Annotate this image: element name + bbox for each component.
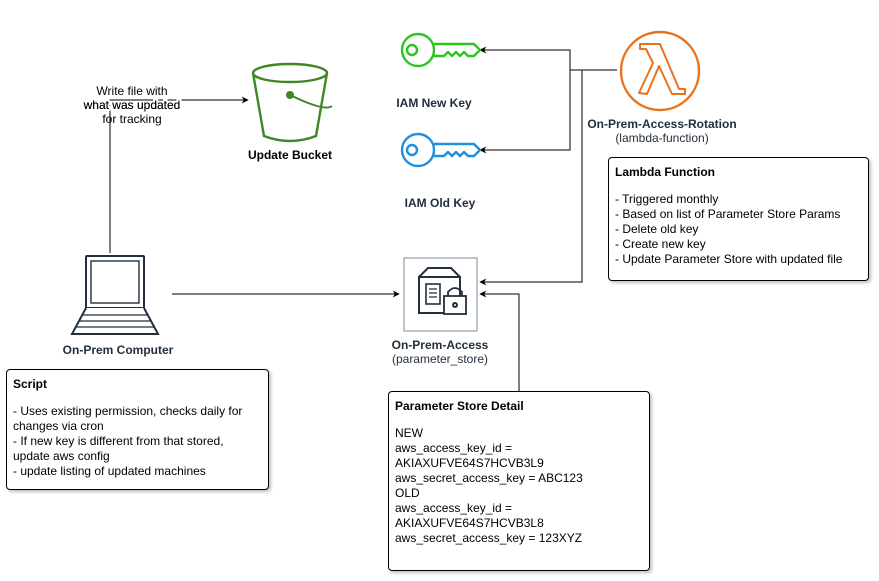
lambda-icon[interactable] bbox=[619, 30, 701, 112]
detail-line: NEW bbox=[395, 426, 423, 440]
write-file-label-line-2-fill: what was updated bbox=[83, 98, 181, 112]
edges bbox=[109, 46, 617, 391]
lambda-sublabel: (lambda-function) bbox=[615, 131, 708, 145]
bucket-icon[interactable] bbox=[251, 62, 333, 143]
detail-line: aws_secret_access_key = 123XYZ bbox=[395, 531, 583, 545]
script-note-line: changes via cron bbox=[13, 419, 104, 433]
lambda-note-line: - Based on list of Parameter Store Param… bbox=[615, 207, 841, 221]
lambda-function-note: Lambda Function - Triggered monthly - Ba… bbox=[608, 157, 869, 281]
on-prem-computer-label: On-Prem Computer bbox=[63, 343, 174, 357]
write-file-label-line-3: for tracking bbox=[102, 112, 161, 126]
key-icon-old[interactable] bbox=[400, 132, 482, 168]
script-note-line: - If new key is different from that stor… bbox=[13, 434, 224, 448]
script-note: Script - Uses existing permission, check… bbox=[6, 369, 269, 490]
lambda-note-line: - Create new key bbox=[615, 237, 706, 251]
detail-line: AKIAXUFVE64S7HCVB3L8 bbox=[395, 516, 544, 530]
parameter-store-detail-title: Parameter Store Detail bbox=[395, 399, 524, 413]
update-bucket-label: Update Bucket bbox=[248, 148, 332, 162]
lambda-note-line: - Update Parameter Store with updated fi… bbox=[615, 252, 843, 266]
lambda-function-note-title: Lambda Function bbox=[615, 165, 715, 179]
parameter-store-sublabel: (parameter_store) bbox=[392, 352, 488, 366]
detail-line: aws_access_key_id = bbox=[395, 441, 513, 455]
detail-line: OLD bbox=[395, 486, 420, 500]
parameter-store-icon[interactable] bbox=[403, 257, 478, 332]
lambda-note-line: - Triggered monthly bbox=[615, 192, 719, 206]
script-note-title: Script bbox=[13, 377, 48, 391]
laptop-icon[interactable] bbox=[70, 255, 160, 335]
detail-line: aws_access_key_id = bbox=[395, 501, 513, 515]
detail-line: AKIAXUFVE64S7HCVB3L9 bbox=[395, 456, 544, 470]
edge-lambda-to-old-key bbox=[479, 70, 571, 154]
edge-detail-to-parameter-store bbox=[479, 290, 520, 391]
detail-line: aws_secret_access_key = ABC123 bbox=[395, 471, 583, 485]
key-icon-new[interactable] bbox=[400, 32, 482, 68]
script-note-line: update aws config bbox=[13, 449, 110, 463]
iam-old-key-label: IAM Old Key bbox=[405, 196, 476, 210]
script-note-line: - Uses existing permission, checks daily… bbox=[13, 404, 243, 418]
lambda-note-line: - Delete old key bbox=[615, 222, 699, 236]
edge-computer-to-bucket bbox=[109, 96, 249, 253]
edge-lambda-to-parameter-store bbox=[479, 70, 583, 286]
lambda-label: On-Prem-Access-Rotation bbox=[587, 117, 736, 131]
write-file-label-line-1: Write file with bbox=[96, 84, 167, 98]
parameter-store-label: On-Prem-Access bbox=[392, 338, 489, 352]
iam-new-key-label: IAM New Key bbox=[396, 96, 472, 110]
edge-lambda-to-new-key bbox=[479, 46, 617, 71]
script-note-line: - update listing of updated machines bbox=[13, 464, 206, 478]
write-file-label-line-2: what was updated bbox=[83, 98, 181, 112]
parameter-store-detail-note: Parameter Store Detail NEW aws_access_ke… bbox=[388, 391, 650, 571]
